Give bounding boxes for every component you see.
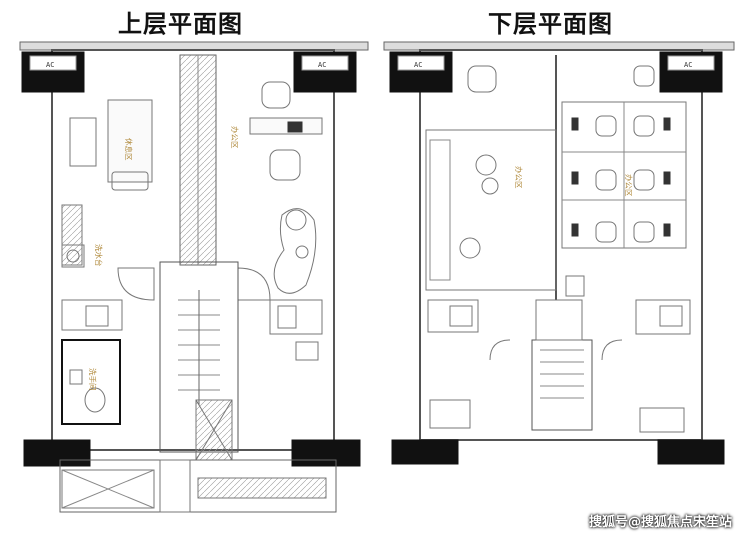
lower-plan-title: 下层平面图 [488, 10, 613, 38]
ac-unit-upper-left [21, 51, 85, 93]
ac-unit-lower-right [659, 51, 723, 93]
watermark: 搜狐号@搜狐焦点宋笙站 [588, 515, 732, 530]
ac-label-lower-left: AC [414, 61, 422, 69]
lower-floor-plan [383, 41, 735, 465]
upper-plan-title: 上层平面图 [118, 10, 243, 38]
room-label-upper-office: 办公区 [230, 126, 240, 149]
room-label-lower-office-left: 办公区 [514, 166, 524, 189]
room-label-water: 洗水台 [94, 244, 104, 267]
room-label-rest: 休息区 [124, 138, 134, 161]
room-label-lower-office-right: 办公区 [624, 174, 634, 197]
upper-floor-plan [19, 41, 369, 513]
ac-label-lower-right: AC [684, 61, 692, 69]
ac-label-upper-left: AC [46, 61, 54, 69]
ac-unit-upper-right [293, 51, 357, 93]
room-label-wash: 洗手间 [88, 368, 98, 391]
ac-unit-lower-left [389, 51, 453, 93]
ac-label-upper-right: AC [318, 61, 326, 69]
